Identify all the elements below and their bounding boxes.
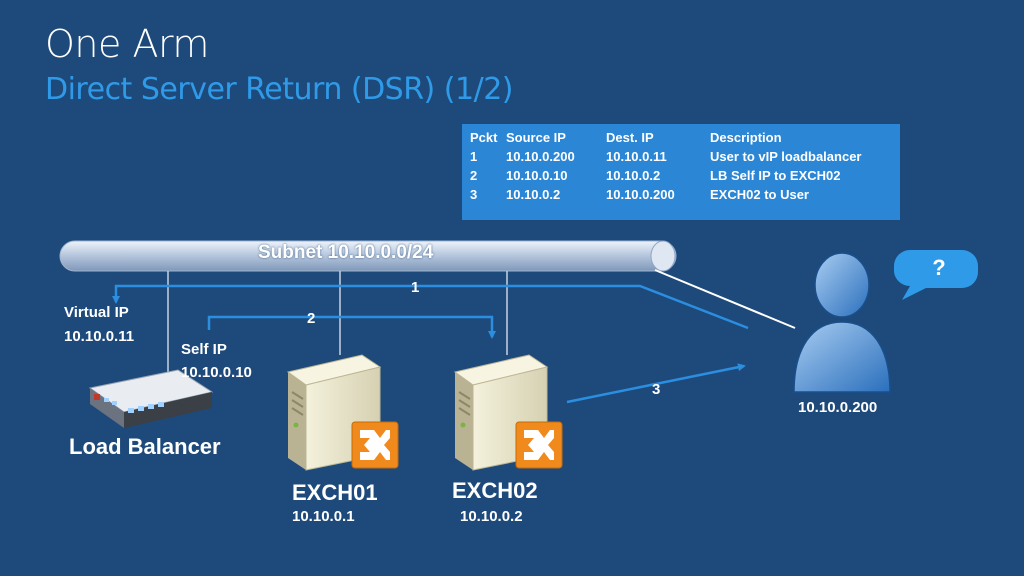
table-cell: 10.10.0.2 (606, 168, 661, 183)
speech-bubble-icon (894, 250, 978, 300)
user-ip: 10.10.0.200 (798, 399, 878, 416)
load-balancer-name: Load Balancer (69, 434, 221, 459)
table-cell: 10.10.0.10 (506, 168, 568, 183)
table-cell: 2 (470, 168, 478, 183)
table-cell: 1 (470, 149, 478, 164)
flow-3-number: 3 (652, 381, 661, 398)
table-cell: 10.10.0.200 (606, 187, 675, 202)
table-header: Dest. IP (606, 130, 654, 145)
self-ip-value: 10.10.0.10 (181, 364, 252, 381)
self-ip-label: Self IP (181, 341, 227, 358)
table-cell: 10.10.0.2 (506, 187, 561, 202)
table-row: 2 10.10.0.10 10.10.0.2 LB Self IP to EXC… (470, 168, 892, 187)
slide-subtitle: Direct Server Return (DSR) (1/2) (45, 72, 513, 107)
table-header-row: Pckt Source IP Dest. IP Description (470, 130, 892, 149)
server-ip-exch01: 10.10.0.1 (292, 508, 355, 525)
slide-title: One Arm (45, 22, 209, 66)
server-name-exch01: EXCH01 (292, 480, 378, 505)
server-name-exch02: EXCH02 (452, 478, 538, 503)
server-ip-exch02: 10.10.0.2 (460, 508, 523, 525)
flow-1-number: 1 (411, 279, 420, 296)
table-cell: EXCH02 to User (710, 187, 809, 202)
virtual-ip-label: Virtual IP (64, 304, 129, 321)
table-row: 3 10.10.0.2 10.10.0.200 EXCH02 to User (470, 187, 892, 206)
table-header: Pckt (470, 130, 498, 145)
exchange-logo-icon (515, 421, 563, 469)
table-header: Description (710, 130, 782, 145)
flow-1-arrow (112, 284, 749, 330)
user-icon (793, 252, 891, 393)
flow-2-number: 2 (307, 310, 316, 327)
load-balancer-icon (88, 369, 214, 428)
subnet-pipe (59, 240, 677, 272)
table-row: 1 10.10.0.200 10.10.0.11 User to vIP loa… (470, 149, 892, 168)
flow-2-arrow (207, 315, 496, 339)
flow-3-arrow (566, 363, 746, 404)
table-header: Source IP (506, 130, 566, 145)
subnet-label: Subnet 10.10.0.0/24 (258, 242, 434, 263)
exchange-logo-icon (351, 421, 399, 469)
packet-table: Pckt Source IP Dest. IP Description 1 10… (462, 124, 900, 220)
table-cell: 10.10.0.200 (506, 149, 575, 164)
table-cell: 3 (470, 187, 478, 202)
virtual-ip-value: 10.10.0.11 (64, 328, 135, 345)
table-cell: LB Self IP to EXCH02 (710, 168, 841, 183)
table-cell: 10.10.0.11 (606, 149, 667, 164)
table-cell: User to vIP loadbalancer (710, 149, 862, 164)
question-mark: ? (932, 255, 946, 280)
